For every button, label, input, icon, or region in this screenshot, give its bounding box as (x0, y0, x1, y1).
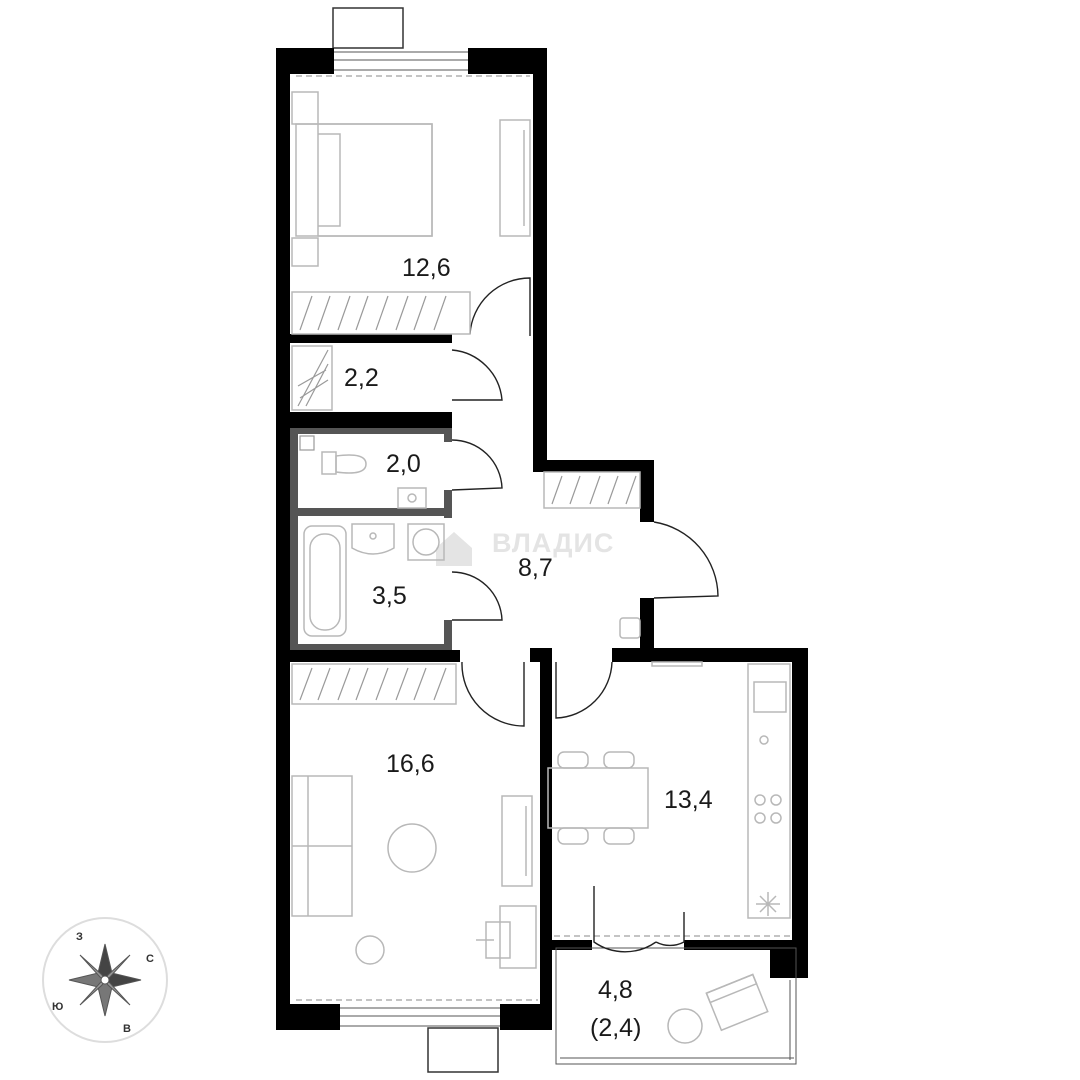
toilet-fixtures (299, 435, 427, 509)
compass: З С Ю В (42, 917, 168, 1043)
balcony-furniture (667, 973, 769, 1044)
room-area-toilet: 2,0 (386, 450, 421, 478)
compass-rose-icon (68, 943, 142, 1017)
kitchen-furniture (547, 661, 791, 919)
room-area-living: 16,6 (386, 750, 435, 778)
hall-furniture (543, 471, 641, 639)
bedroom-furniture (291, 91, 531, 335)
compass-west: З (76, 931, 83, 943)
room-area-balcony-reduced: (2,4) (590, 1014, 641, 1042)
compass-east: В (123, 1023, 131, 1035)
compass-south: Ю (52, 1001, 63, 1013)
compass-north: С (146, 953, 154, 965)
living-furniture (291, 663, 537, 969)
top-window-bay (332, 7, 404, 49)
closet-shelves (291, 345, 333, 411)
windows (296, 51, 797, 1065)
bathroom-fixtures (303, 523, 445, 637)
bottom-window-bay (427, 1027, 499, 1073)
room-area-kitchen: 13,4 (664, 786, 713, 814)
watermark-text: ВЛАДИС (492, 528, 614, 558)
room-area-bathroom: 3,5 (372, 582, 407, 610)
room-area-closet: 2,2 (344, 364, 379, 392)
room-area-hall: 8,7 (518, 554, 553, 582)
doors (451, 277, 719, 953)
room-area-balcony: 4,8 (598, 976, 633, 1004)
watermark: ВЛАДИС (436, 528, 614, 566)
room-area-bedroom: 12,6 (402, 254, 451, 282)
walls (276, 48, 808, 1030)
